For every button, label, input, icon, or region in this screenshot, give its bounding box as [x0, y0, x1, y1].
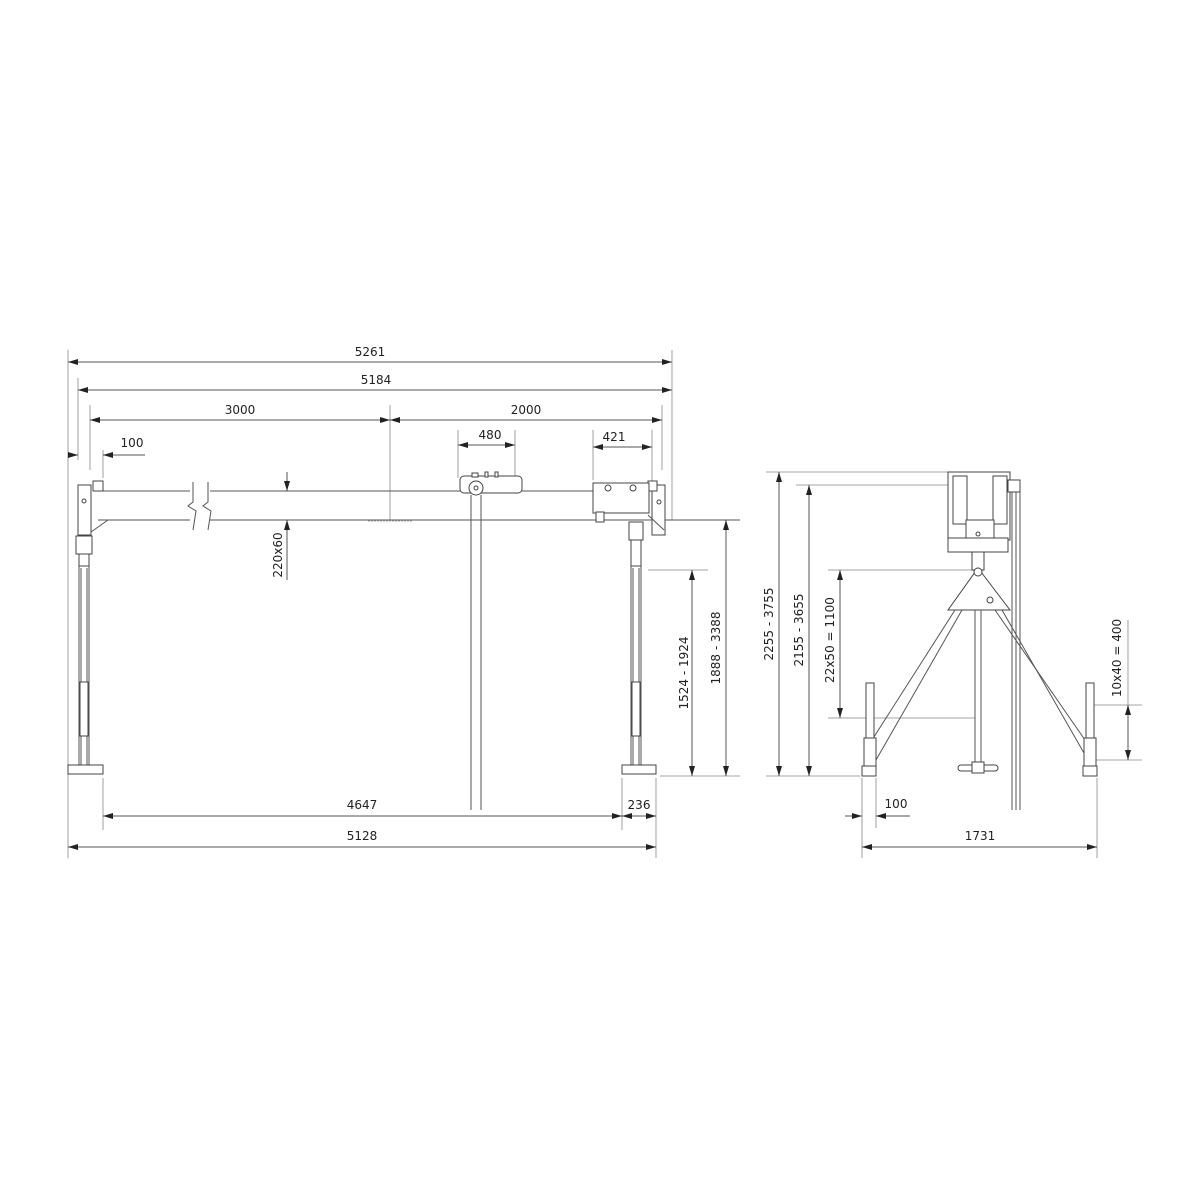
dim-1731: 1731 [862, 829, 1097, 850]
dim-2000: 2000 [390, 403, 662, 423]
dim-3000: 3000 [90, 403, 390, 423]
dim-4647: 4647 [103, 798, 622, 819]
svg-text:22x50 = 1100: 22x50 = 1100 [823, 597, 837, 683]
dim-1524-1924: 1524 - 1924 [677, 570, 695, 776]
svg-text:5261: 5261 [355, 345, 386, 359]
svg-text:4647: 4647 [347, 798, 378, 812]
dim-480: 480 [458, 428, 515, 448]
dim-5184: 5184 [78, 373, 672, 393]
right-leg [592, 480, 666, 775]
svg-text:10x40 = 400: 10x40 = 400 [1110, 619, 1124, 697]
front-view: 5261 5184 3000 2000 480 421 100 [67, 345, 740, 858]
svg-text:5184: 5184 [361, 373, 392, 387]
side-leg-left [861, 682, 877, 777]
trolley [459, 471, 523, 810]
dim-220x60: 220x60 [271, 472, 290, 580]
svg-text:1731: 1731 [965, 829, 996, 843]
svg-text:421: 421 [603, 430, 626, 444]
side-leg-right [1082, 682, 1098, 777]
svg-text:5128: 5128 [347, 829, 378, 843]
side-view: 2255 - 3755 2155 - 3655 22x50 = 1100 10x… [762, 471, 1142, 858]
svg-text:1888 - 3388: 1888 - 3388 [709, 611, 723, 684]
dim-5261: 5261 [68, 345, 672, 365]
svg-text:220x60: 220x60 [271, 532, 285, 577]
svg-text:236: 236 [628, 798, 651, 812]
svg-text:2155 - 3655: 2155 - 3655 [792, 593, 806, 666]
dim-5128: 5128 [68, 829, 656, 850]
left-leg [67, 480, 109, 775]
dim-421: 421 [593, 430, 652, 450]
svg-text:100: 100 [885, 797, 908, 811]
dim-10x40: 10x40 = 400 [1110, 619, 1131, 760]
dim-2255-3755: 2255 - 3755 [762, 472, 782, 776]
dim-22x50: 22x50 = 1100 [823, 570, 843, 718]
dim-1888-3388: 1888 - 3388 [709, 520, 729, 776]
svg-text:480: 480 [479, 428, 502, 442]
dim-236: 236 [622, 798, 656, 819]
svg-text:100: 100 [121, 436, 144, 450]
svg-text:3000: 3000 [225, 403, 256, 417]
svg-text:1524 - 1924: 1524 - 1924 [677, 636, 691, 709]
side-hoist [947, 471, 1021, 571]
side-rail [1011, 492, 1021, 810]
svg-text:2255 - 3755: 2255 - 3755 [762, 587, 776, 660]
dim-100-front: 100 [68, 436, 145, 458]
dim-2155-3655: 2155 - 3655 [792, 485, 812, 776]
a-frame [871, 567, 1089, 774]
svg-text:2000: 2000 [511, 403, 542, 417]
dim-100-side: 100 [845, 797, 910, 819]
